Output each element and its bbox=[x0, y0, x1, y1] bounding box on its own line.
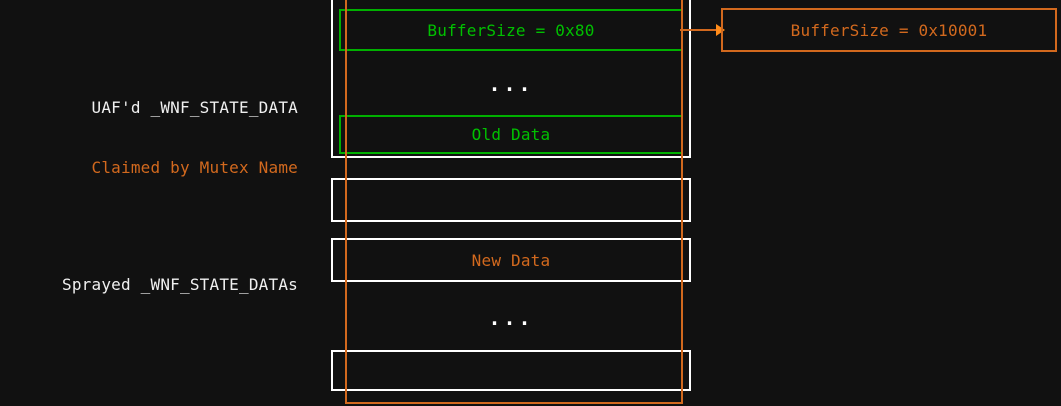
new-data-text: New Data bbox=[471, 250, 551, 270]
spray-chunk-box-2: New Data bbox=[331, 238, 691, 282]
victim-chunk-ellipsis: ... bbox=[488, 72, 534, 96]
sprayed-state-datas-label: Sprayed _WNF_STATE_DATAs bbox=[62, 275, 298, 294]
uaf-label-line-2: Claimed by Mutex Name bbox=[91, 158, 298, 177]
overwrite-arrow-icon bbox=[680, 24, 725, 36]
spray-chunks-ellipsis: ... bbox=[488, 306, 534, 330]
spray-chunk-box-3 bbox=[331, 350, 691, 391]
spray-chunk-box-1 bbox=[331, 178, 691, 222]
buffersize-original-box: BufferSize = 0x80 bbox=[339, 9, 683, 51]
victim-chunk-container bbox=[331, 0, 691, 158]
uaf-state-data-label: UAF'd _WNF_STATE_DATA Claimed by Mutex N… bbox=[0, 58, 298, 218]
buffersize-corrupted-text: BufferSize = 0x10001 bbox=[790, 20, 988, 40]
buffersize-original-text: BufferSize = 0x80 bbox=[427, 20, 595, 40]
uaf-label-line-1: UAF'd _WNF_STATE_DATA bbox=[91, 98, 298, 117]
buffersize-corrupted-box: BufferSize = 0x10001 bbox=[721, 8, 1057, 52]
old-data-text: Old Data bbox=[471, 125, 551, 144]
old-data-box: Old Data bbox=[339, 115, 683, 154]
